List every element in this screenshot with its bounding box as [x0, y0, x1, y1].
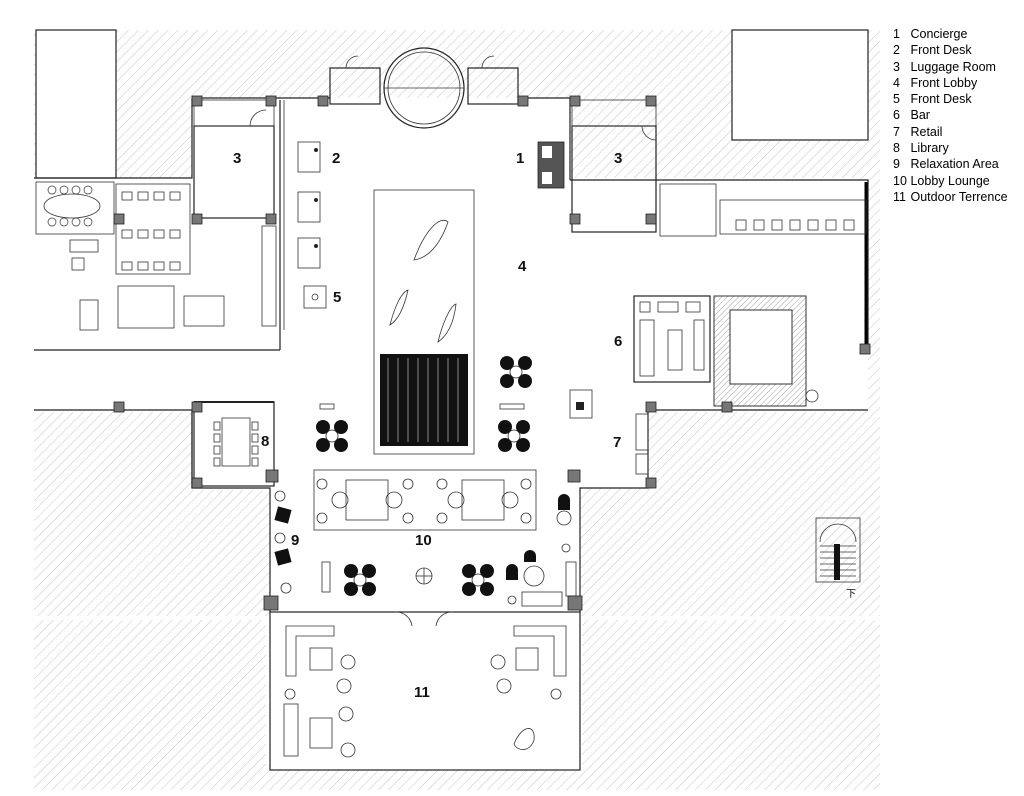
bar-retail — [569, 295, 819, 475]
front-desk-counters — [297, 141, 327, 309]
legend-item: 8 Library — [893, 141, 949, 156]
stair-icon: 下 — [815, 517, 861, 600]
lobby-lounge — [313, 403, 537, 585]
label-lounge: 10 — [415, 532, 432, 549]
room-labels: 1 2 3 3 4 5 6 7 8 9 10 11 — [233, 150, 622, 701]
library — [193, 401, 275, 487]
entrance — [329, 47, 519, 129]
legend-item: 10 Lobby Lounge — [893, 173, 990, 188]
concierge-desk — [537, 141, 565, 189]
legend: 1 Concierge 2 Front Desk 3 Luggage Room … — [893, 26, 1021, 205]
label-library: 8 — [261, 433, 269, 450]
legend-item: 11 Outdoor Terrence — [893, 189, 1008, 204]
left-wing-offices — [35, 181, 277, 331]
label-bar: 6 — [614, 333, 622, 350]
legend-item: 4 Front Lobby — [893, 75, 978, 90]
stair-label: 下 — [846, 589, 856, 600]
columns — [113, 95, 871, 611]
luggage-rooms — [193, 99, 657, 233]
legend-item: 1 Concierge — [893, 27, 968, 41]
label-relaxation: 9 — [291, 532, 299, 549]
right-wing — [659, 183, 867, 237]
legend-item: 7 Retail — [893, 124, 943, 139]
relaxation-area — [274, 490, 577, 607]
outdoor-terrace — [283, 611, 567, 758]
label-front-desk-2: 5 — [333, 289, 341, 306]
label-retail: 7 — [613, 434, 621, 451]
label-terrace: 11 — [414, 684, 430, 701]
lobby-carpet — [373, 189, 475, 455]
label-front-desk: 2 — [332, 150, 340, 167]
label-front-lobby: 4 — [518, 258, 527, 275]
legend-item: 5 Front Desk — [893, 92, 972, 107]
legend-item: 2 Front Desk — [893, 43, 972, 58]
label-concierge: 1 — [516, 150, 524, 167]
label-luggage-right: 3 — [614, 150, 622, 167]
seating-clusters — [316, 356, 532, 596]
legend-item: 3 Luggage Room — [893, 59, 996, 74]
legend-item: 6 Bar — [893, 108, 930, 123]
label-luggage-left: 3 — [233, 150, 241, 167]
legend-item: 9 Relaxation Area — [893, 157, 999, 172]
